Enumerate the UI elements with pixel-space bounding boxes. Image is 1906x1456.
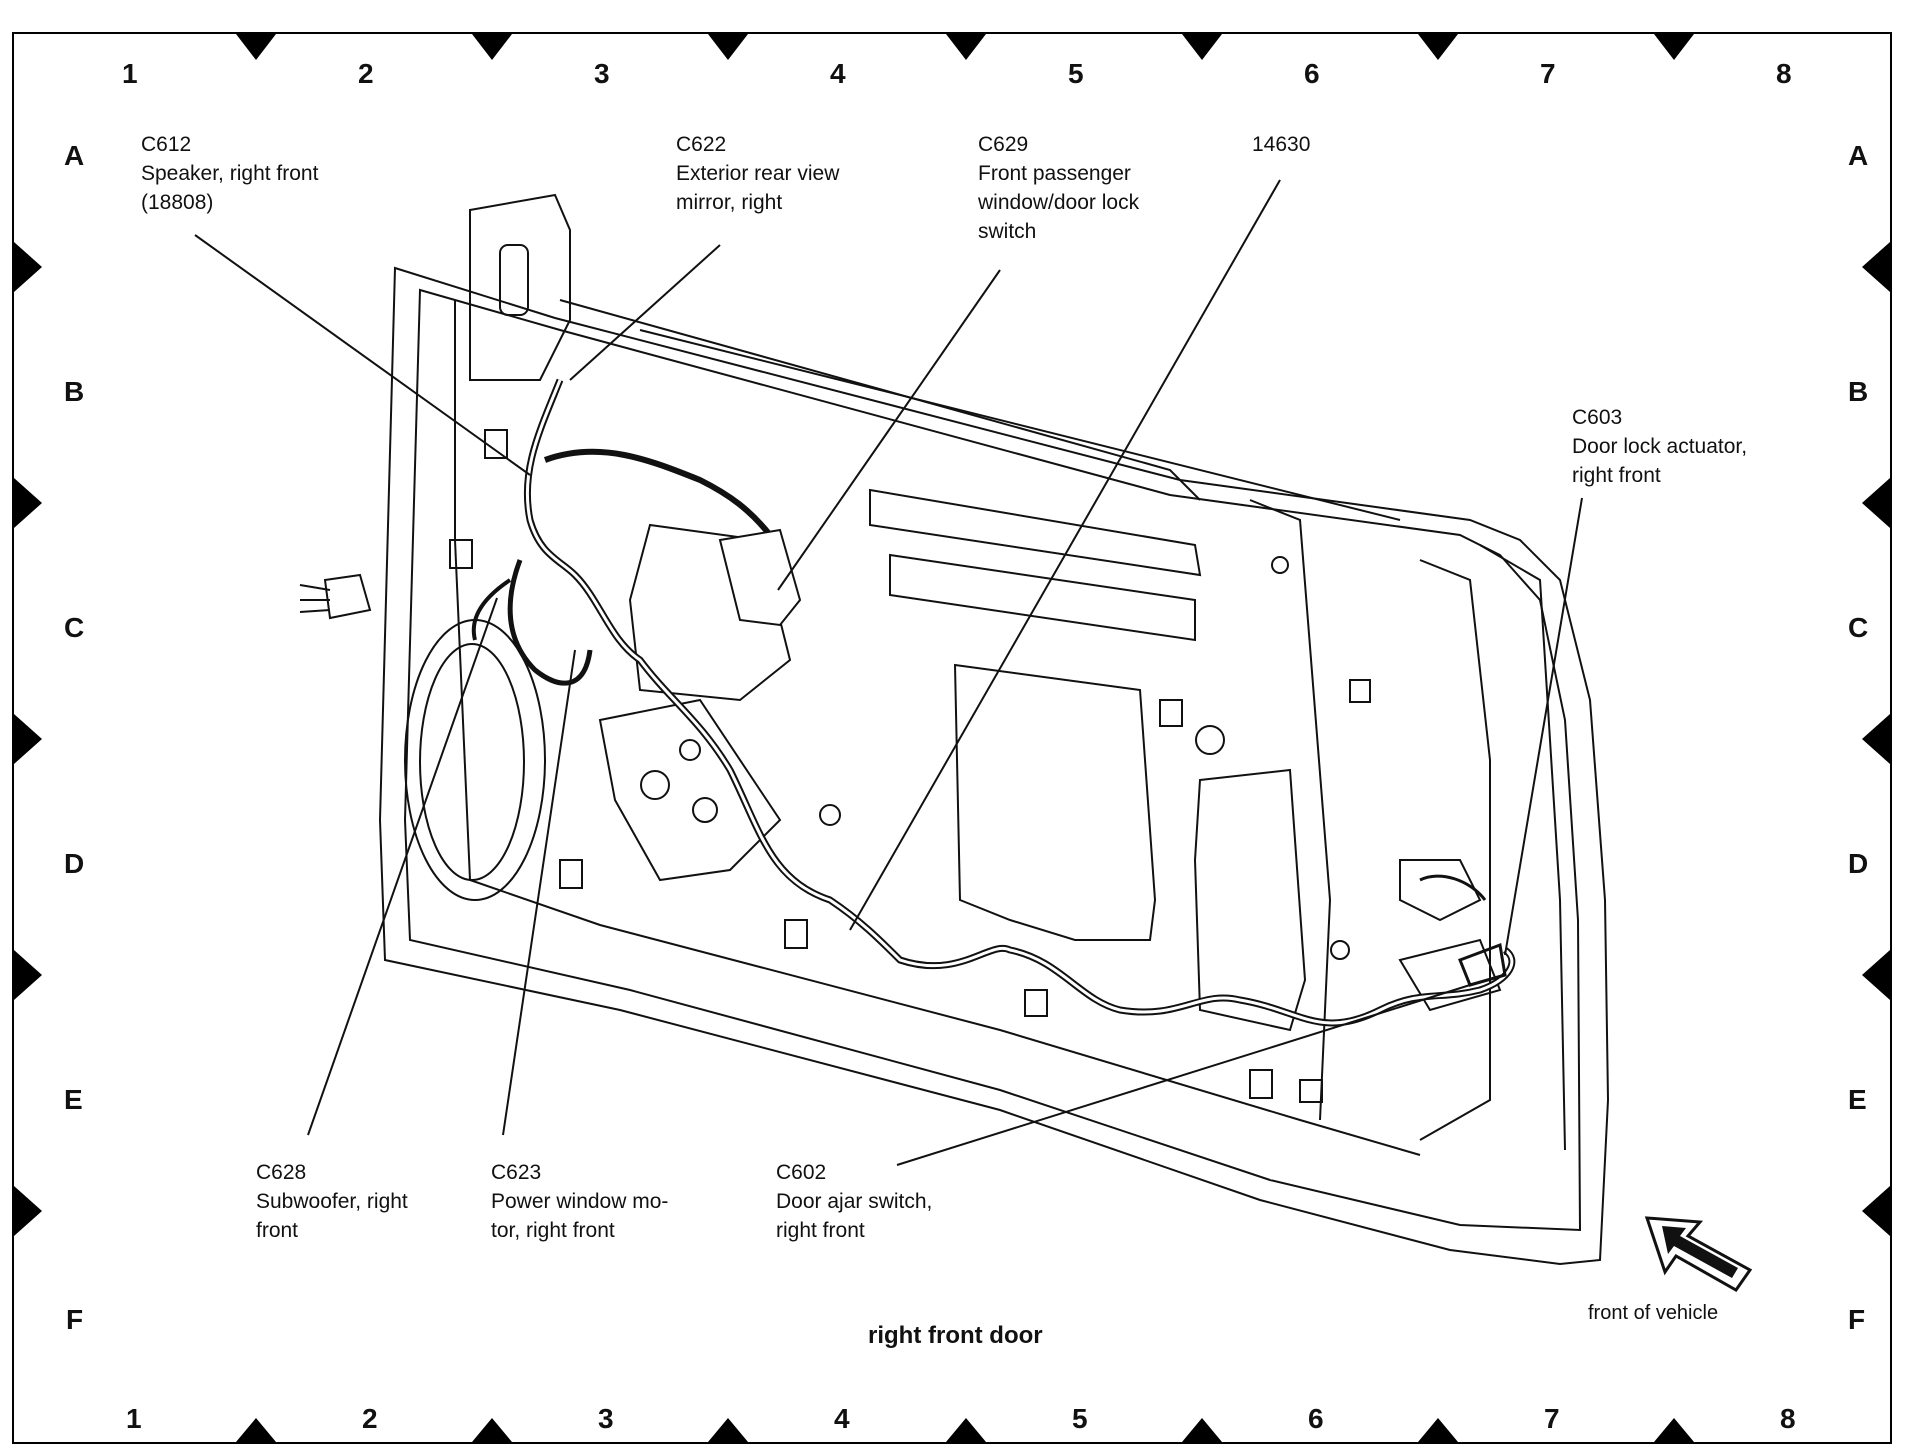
col-label-2-bottom: 2 bbox=[362, 1403, 378, 1434]
callout-c612-part: (18808) bbox=[141, 191, 214, 214]
col-label-5-top: 5 bbox=[1068, 58, 1084, 89]
callout-c629: C629 Front passenger window/door lock sw… bbox=[978, 130, 1139, 246]
col-label-3-bottom: 3 bbox=[598, 1403, 614, 1434]
callout-c622: C622 Exterior rear view mirror, right bbox=[676, 130, 839, 217]
col-label-8-bottom: 8 bbox=[1780, 1403, 1796, 1434]
zone-markers bbox=[14, 34, 1890, 1442]
callout-c602-desc2: right front bbox=[776, 1219, 865, 1242]
row-label-f-left: F bbox=[66, 1304, 84, 1335]
callout-c628-id: C628 bbox=[256, 1161, 307, 1184]
col-label-6-top: 6 bbox=[1304, 58, 1320, 89]
col-label-4-bottom: 4 bbox=[834, 1403, 850, 1434]
callout-c622-id: C622 bbox=[676, 133, 727, 156]
callout-c623-desc2: tor, right front bbox=[491, 1219, 615, 1242]
row-label-c-left: C bbox=[64, 612, 85, 643]
diagram-caption: right front door bbox=[868, 1322, 1043, 1349]
col-label-4-top: 4 bbox=[830, 58, 846, 89]
row-label-e-left: E bbox=[64, 1084, 83, 1115]
callout-c628: C628 Subwoofer, right front bbox=[256, 1158, 408, 1245]
callout-c612-desc: Speaker, right front bbox=[141, 162, 319, 185]
row-label-a-right: A bbox=[1848, 140, 1869, 171]
callout-c628-desc1: Subwoofer, right bbox=[256, 1190, 408, 1213]
col-label-7-bottom: 7 bbox=[1544, 1403, 1560, 1434]
col-label-1-top: 1 bbox=[122, 58, 138, 89]
callout-c622-desc1: Exterior rear view bbox=[676, 162, 840, 185]
callout-c623: C623 Power window mo- tor, right front bbox=[491, 1158, 668, 1245]
front-arrow-icon bbox=[1644, 1216, 1753, 1292]
callout-c629-desc1: Front passenger bbox=[978, 162, 1131, 185]
row-label-b-right: B bbox=[1848, 376, 1869, 407]
callout-c603-id: C603 bbox=[1572, 406, 1623, 429]
callout-c629-id: C629 bbox=[978, 133, 1029, 156]
callout-c612-id: C612 bbox=[141, 133, 192, 156]
door-panel bbox=[299, 193, 1610, 1266]
row-label-d-left: D bbox=[64, 848, 85, 879]
col-label-2-top: 2 bbox=[358, 58, 374, 89]
callout-c603: C603 Door lock actuator, right front bbox=[1572, 403, 1747, 490]
callout-c603-desc2: right front bbox=[1572, 464, 1661, 487]
row-label-d-right: D bbox=[1848, 848, 1869, 879]
diagram-frame bbox=[12, 32, 1892, 1444]
row-label-c-right: C bbox=[1848, 612, 1869, 643]
leader-lines bbox=[194, 179, 1583, 1166]
callout-c612: C612 Speaker, right front (18808) bbox=[141, 130, 318, 217]
col-label-8-top: 8 bbox=[1776, 58, 1792, 89]
wiring-harness bbox=[471, 378, 1516, 1027]
callout-c602: C602 Door ajar switch, right front bbox=[776, 1158, 932, 1245]
col-label-1-bottom: 1 bbox=[126, 1403, 142, 1434]
callout-c602-id: C602 bbox=[776, 1161, 827, 1184]
callout-c623-id: C623 bbox=[491, 1161, 542, 1184]
row-label-e-right: E bbox=[1848, 1084, 1867, 1115]
callout-c603-desc1: Door lock actuator, bbox=[1572, 435, 1748, 458]
callout-c623-desc1: Power window mo- bbox=[491, 1190, 669, 1213]
callout-c629-desc2: window/door lock bbox=[978, 191, 1140, 214]
callout-c628-desc2: front bbox=[256, 1219, 299, 1242]
callout-c622-desc2: mirror, right bbox=[676, 191, 783, 214]
row-label-a-left: A bbox=[64, 140, 85, 171]
callout-14630-id: 14630 bbox=[1252, 133, 1311, 156]
callout-14630: 14630 bbox=[1252, 130, 1310, 159]
front-of-vehicle-label: front of vehicle bbox=[1588, 1302, 1719, 1324]
callout-c629-desc3: switch bbox=[978, 220, 1037, 243]
col-label-3-top: 3 bbox=[594, 58, 610, 89]
callout-c602-desc1: Door ajar switch, bbox=[776, 1190, 933, 1213]
row-label-f-right: F bbox=[1848, 1304, 1866, 1335]
row-label-b-left: B bbox=[64, 376, 85, 407]
col-label-7-top: 7 bbox=[1540, 58, 1556, 89]
col-label-5-bottom: 5 bbox=[1072, 1403, 1088, 1434]
col-label-6-bottom: 6 bbox=[1308, 1403, 1324, 1434]
